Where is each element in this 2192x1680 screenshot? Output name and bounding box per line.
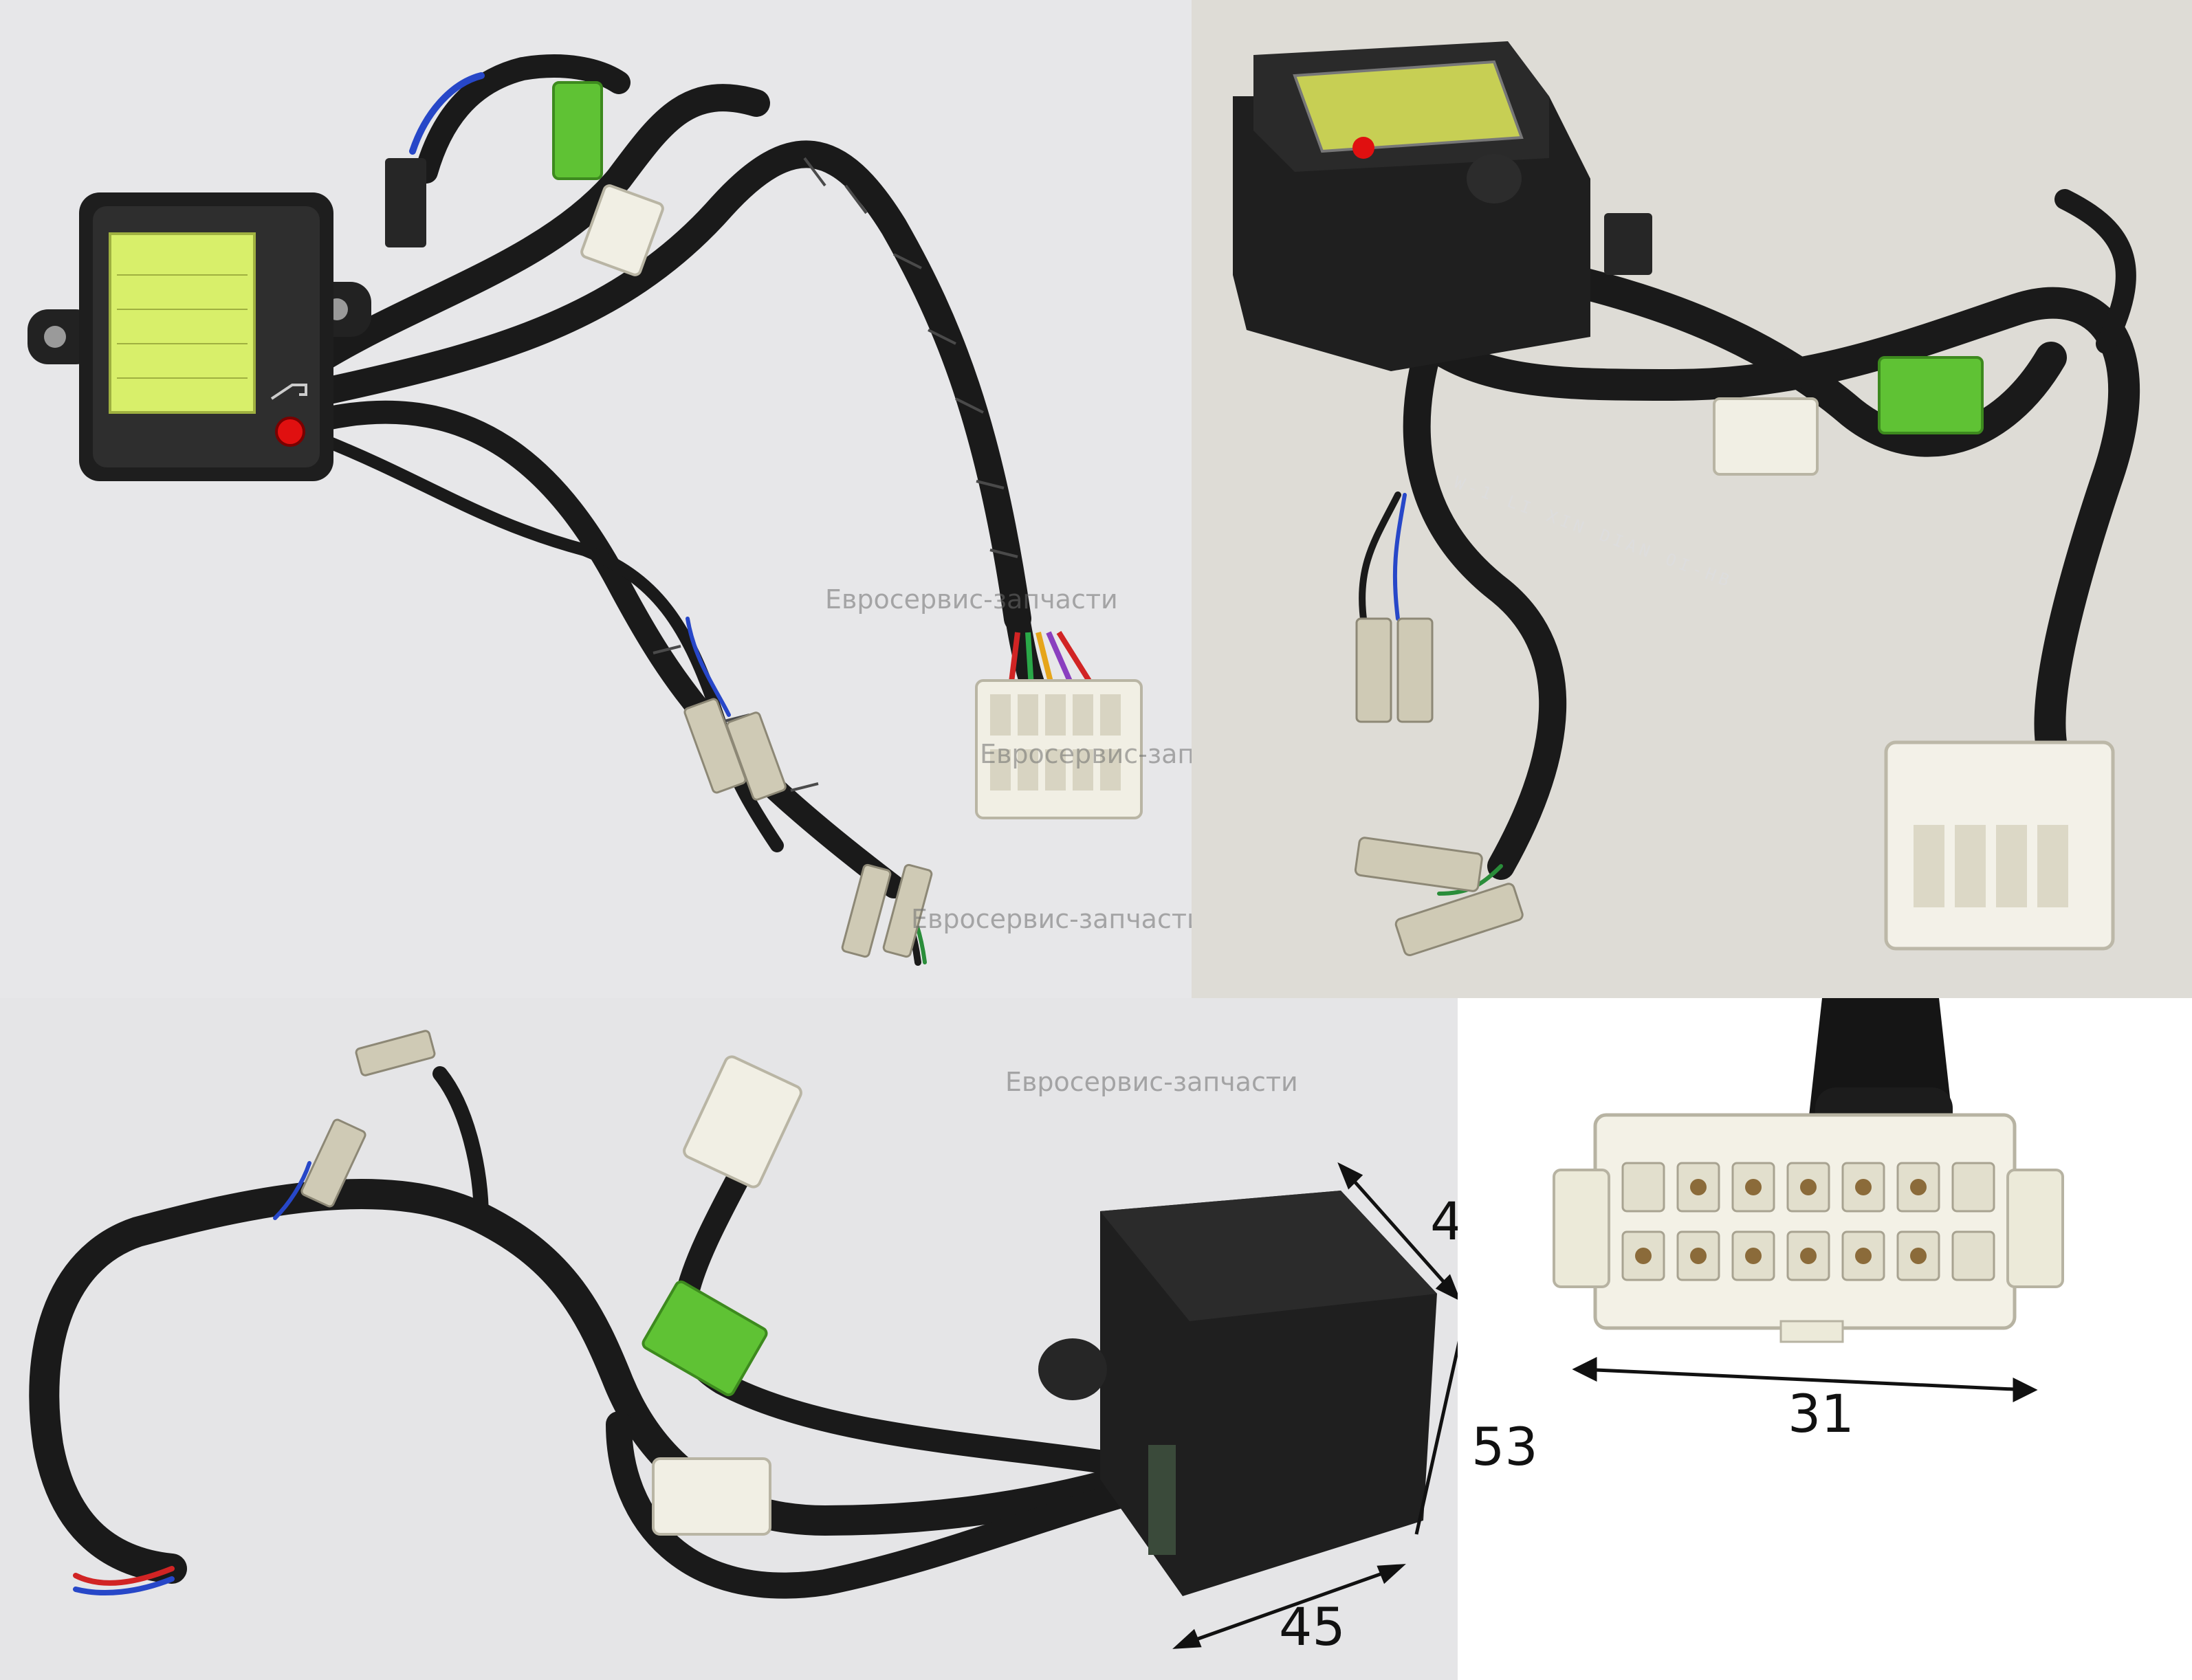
dimension-connector-width-label: 31 bbox=[1788, 1383, 1854, 1444]
spade-terminals bbox=[300, 1030, 436, 1208]
dimension-depth-label: 42 bbox=[1430, 1191, 1458, 1252]
photo-front-view: Евросервис-запчасти Евросервис-запчасти … bbox=[0, 0, 1192, 998]
pin-cavities bbox=[1621, 1162, 1995, 1281]
latch-right bbox=[2006, 1169, 2064, 1288]
mounting-boss bbox=[1467, 154, 1522, 203]
small-white-connector bbox=[683, 1055, 802, 1189]
photo-rear-view-dimensions: Евросервис-запчасти 42 45 bbox=[0, 998, 1458, 1680]
small-white-connector bbox=[1713, 397, 1819, 476]
dimension-arrows bbox=[1172, 1162, 1458, 1649]
watermark: Евросервис-запчасти bbox=[980, 739, 1192, 769]
twelve-pin-connector bbox=[1553, 1113, 2064, 1343]
wiring-harness bbox=[1359, 189, 2140, 896]
watermark: Евросервис-запчасти bbox=[1005, 1067, 1298, 1097]
latch-left bbox=[1553, 1169, 1610, 1288]
dimension-height-label: 53 bbox=[1471, 1416, 1538, 1477]
circuit-board-edge bbox=[1148, 1445, 1176, 1555]
watermark: Евросервис-запчасти bbox=[911, 904, 1192, 934]
front-view-drawing bbox=[0, 0, 1192, 998]
indicator-unit-front bbox=[28, 192, 371, 481]
spade-terminals bbox=[683, 698, 933, 958]
watermark: Евросервис-запчасти bbox=[825, 584, 1118, 615]
connector-closeup-drawing bbox=[1458, 998, 2192, 1680]
green-connector bbox=[1878, 356, 1984, 434]
wiring-harness bbox=[29, 1066, 1143, 1599]
black-connector bbox=[385, 158, 426, 247]
black-connector bbox=[1604, 213, 1652, 275]
warning-led bbox=[1352, 137, 1374, 159]
polarization-key bbox=[1779, 1320, 1844, 1343]
metal-pins bbox=[1635, 1179, 1927, 1264]
mounting-boss bbox=[1038, 1338, 1107, 1400]
indicator-unit-angled bbox=[1233, 41, 1590, 371]
mounting-hole-left bbox=[44, 326, 66, 348]
lcd-display bbox=[109, 232, 256, 414]
warning-led bbox=[275, 417, 305, 447]
oil-can-icon bbox=[270, 384, 307, 400]
angled-view-drawing bbox=[1192, 0, 2192, 998]
spade-terminals bbox=[1354, 617, 1524, 957]
green-connector bbox=[552, 81, 603, 180]
photo-connector-closeup: 31 bbox=[1458, 998, 2192, 1680]
small-white-connector bbox=[580, 184, 664, 276]
photo-angled-view: W-1 LI XIN DIAN OI-HB bbox=[1192, 0, 2192, 998]
indicator-unit-rear bbox=[1038, 1191, 1437, 1596]
dimension-arrow-connector bbox=[1572, 1356, 2038, 1403]
white-multi-pin-connector bbox=[1884, 740, 2115, 951]
dimension-width-label: 45 bbox=[1279, 1596, 1346, 1657]
connector-wires bbox=[1008, 630, 1096, 689]
lower-white-connector bbox=[652, 1457, 771, 1536]
white-multi-pin-connector bbox=[975, 679, 1143, 819]
lcd-display bbox=[1293, 60, 1524, 153]
rear-view-drawing bbox=[0, 998, 1458, 1680]
green-connector bbox=[642, 1280, 768, 1397]
